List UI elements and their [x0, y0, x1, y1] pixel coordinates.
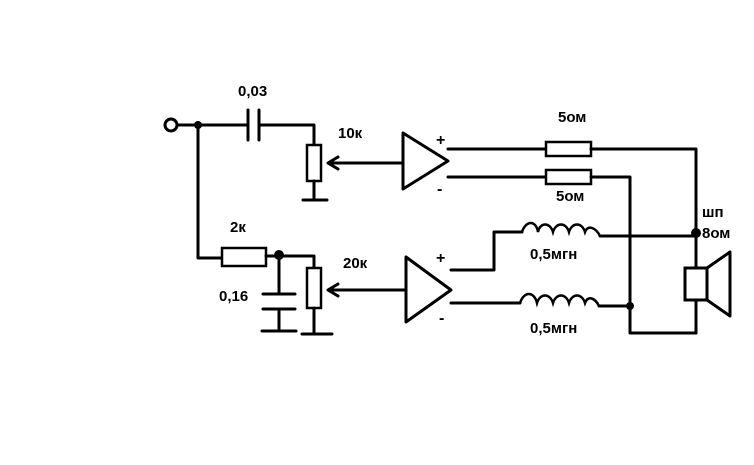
capacitor-c1 [246, 108, 316, 147]
label-r-in2: 2к [230, 219, 246, 236]
label-speaker-name: шп [702, 204, 724, 221]
label-r-top1: 5ом [558, 109, 586, 126]
potentiometer-20k [300, 266, 408, 336]
input-terminal [163, 117, 179, 133]
label-r-top2: 5ом [556, 188, 584, 205]
speaker-icon [683, 231, 732, 335]
capacitor-c2 [260, 254, 298, 333]
label-pot1: 10к [338, 125, 363, 142]
label-c1: 0,03 [238, 83, 267, 100]
inductor-2 [518, 292, 634, 310]
label-c2: 0,16 [219, 288, 248, 305]
potentiometer-10k [301, 143, 405, 202]
amplifier-2 [404, 230, 524, 324]
inductor-1 [520, 221, 701, 238]
label-l2: 0,5мгн [530, 320, 577, 337]
amp1-minus-sign: - [437, 181, 442, 198]
amp1-plus-sign: + [436, 132, 445, 149]
label-speaker-impedance: 8ом [702, 225, 730, 242]
input-wire [175, 121, 250, 260]
resistor-5ohm-2 [544, 168, 698, 335]
amp2-minus-sign: - [439, 310, 444, 327]
amp2-plus-sign: + [436, 250, 445, 267]
amplifier-1 [401, 131, 548, 191]
label-l1: 0,5мгн [530, 246, 577, 263]
resistor-5ohm-1 [544, 140, 698, 234]
resistor-2k [220, 246, 316, 270]
label-pot2: 20к [343, 255, 368, 272]
